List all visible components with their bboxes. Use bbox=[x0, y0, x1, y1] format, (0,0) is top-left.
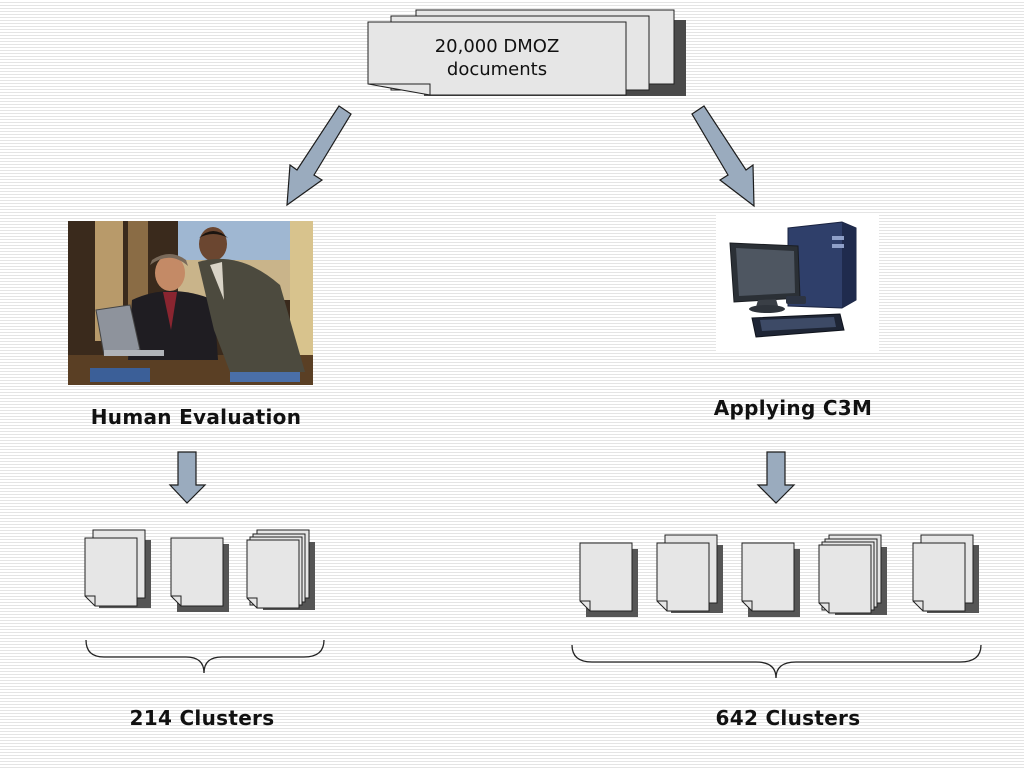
human-evaluation-label: Human Evaluation bbox=[90, 405, 302, 429]
left-cluster-count: 214 Clusters bbox=[129, 706, 275, 730]
right-cluster-count: 642 Clusters bbox=[715, 706, 861, 730]
source-document-stack bbox=[367, 9, 686, 96]
people-at-laptop-photo bbox=[68, 221, 313, 385]
desktop-computer-icon bbox=[716, 215, 879, 352]
left-cluster-documents bbox=[85, 530, 315, 612]
arrow-to-human-evaluation bbox=[286, 105, 352, 207]
source-documents-line1: 20,000 DMOZ bbox=[434, 36, 560, 57]
right-brace bbox=[571, 644, 982, 679]
left-brace bbox=[85, 639, 325, 674]
applying-c3m-label: Applying C3M bbox=[713, 396, 873, 420]
arrow-to-c3m bbox=[691, 105, 755, 208]
right-cluster-documents bbox=[580, 535, 979, 617]
arrow-down-right bbox=[756, 451, 796, 504]
arrow-down-left bbox=[168, 451, 207, 504]
source-documents-label: 20,000 DMOZ documents bbox=[368, 22, 626, 94]
source-documents-line2: documents bbox=[446, 59, 548, 80]
